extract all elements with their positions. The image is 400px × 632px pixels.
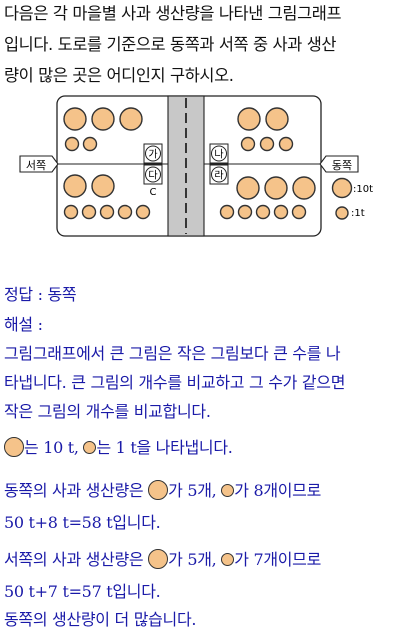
small-apple-icon — [221, 553, 235, 566]
east-sum: 50 t+8 t=58 t입니다. — [4, 513, 161, 532]
small-apple-icon — [83, 441, 97, 454]
legend-small-icon — [335, 206, 349, 220]
big-apple-icon — [292, 176, 316, 200]
explanation-line-2: 타냅니다. 큰 그림의 개수를 비교하고 그 수가 같으면 — [4, 373, 346, 392]
small-apple-icon — [82, 136, 98, 152]
answer-label: 정답 : 동쪽 — [4, 285, 77, 304]
east-arrow — [319, 155, 359, 173]
west-arrow — [19, 155, 59, 173]
svg-text:나: 나 — [214, 149, 223, 161]
village-da-pictograph — [63, 174, 151, 220]
small-apple-icon — [81, 204, 97, 220]
small-apple-icon — [64, 136, 80, 152]
big-apple-icon — [91, 107, 115, 131]
big-apple-icon — [264, 176, 288, 200]
small-apple-icon — [273, 204, 289, 220]
big-apple-icon — [237, 107, 261, 131]
small-apple-icon — [291, 204, 307, 220]
small-apple-icon — [255, 204, 271, 220]
legend-small-label: :1t — [351, 208, 365, 219]
big-apple-icon — [4, 437, 24, 457]
small-apple-icon — [240, 136, 256, 152]
village-ga-label: 가 — [143, 143, 163, 164]
big-apple-icon — [63, 107, 87, 131]
small-apple-icon — [259, 136, 275, 152]
explanation-heading: 해설 : — [4, 315, 43, 334]
big-apple-icon — [119, 107, 143, 131]
explanation-line-3: 작은 그림의 개수를 비교합니다. — [4, 402, 211, 421]
small-apple-icon — [117, 204, 133, 220]
big-apple-icon — [265, 107, 289, 131]
question-line-2: 입니다. 도로를 기준으로 동쪽과 서쪽 중 사과 생산 — [4, 35, 337, 54]
east-explanation: 동쪽의 사과 생산량은 가 5개, 가 8개이므로 — [4, 480, 322, 500]
legend-big-label: :10t — [353, 184, 373, 195]
legend — [331, 177, 353, 220]
small-apple-icon — [135, 204, 151, 220]
big-apple-icon — [148, 549, 169, 569]
legend-big-icon — [331, 177, 353, 199]
small-apple-icon — [237, 204, 253, 220]
small-apple-icon — [278, 136, 294, 152]
explanation-line-1: 그림그래프에서 큰 그림은 작은 그림보다 큰 수를 나 — [4, 344, 341, 363]
extra-mark-c: C — [150, 187, 157, 198]
big-apple-icon — [148, 480, 169, 500]
small-apple-icon — [99, 204, 115, 220]
village-na-pictograph — [237, 107, 294, 152]
small-apple-icon — [219, 204, 235, 220]
svg-text:라: 라 — [214, 170, 223, 182]
question-line-1: 다음은 각 마을별 사과 생산량을 나타낸 그림그래프 — [4, 4, 342, 23]
east-label: 동쪽 — [332, 159, 352, 172]
village-da-label: 다 — [143, 164, 163, 185]
west-sum: 50 t+7 t=57 t입니다. — [4, 582, 161, 601]
svg-text:다: 다 — [148, 170, 157, 182]
big-apple-icon — [236, 176, 260, 200]
question-line-3: 량이 많은 곳은 어디인지 구하시오. — [4, 66, 234, 85]
village-na-label: 나 — [209, 143, 229, 164]
west-explanation: 서쪽의 사과 생산량은 가 5개, 가 7개이므로 — [4, 549, 322, 569]
small-apple-icon — [221, 484, 235, 497]
svg-text:가: 가 — [148, 149, 157, 161]
village-ga-pictograph — [63, 107, 143, 152]
big-apple-icon — [63, 174, 87, 198]
conclusion: 동쪽의 생산량이 더 많습니다. — [4, 610, 197, 629]
west-label: 서쪽 — [26, 159, 46, 172]
big-apple-icon — [91, 174, 115, 198]
small-apple-icon — [63, 204, 79, 220]
village-ra-label: 라 — [209, 164, 229, 185]
pictograph-map: 서쪽 동쪽 가 다 C 나 라 — [19, 95, 373, 237]
village-ra-pictograph — [219, 176, 316, 220]
legend-explanation: 는 10 t, 는 1 t을 나타냅니다. — [4, 434, 400, 458]
